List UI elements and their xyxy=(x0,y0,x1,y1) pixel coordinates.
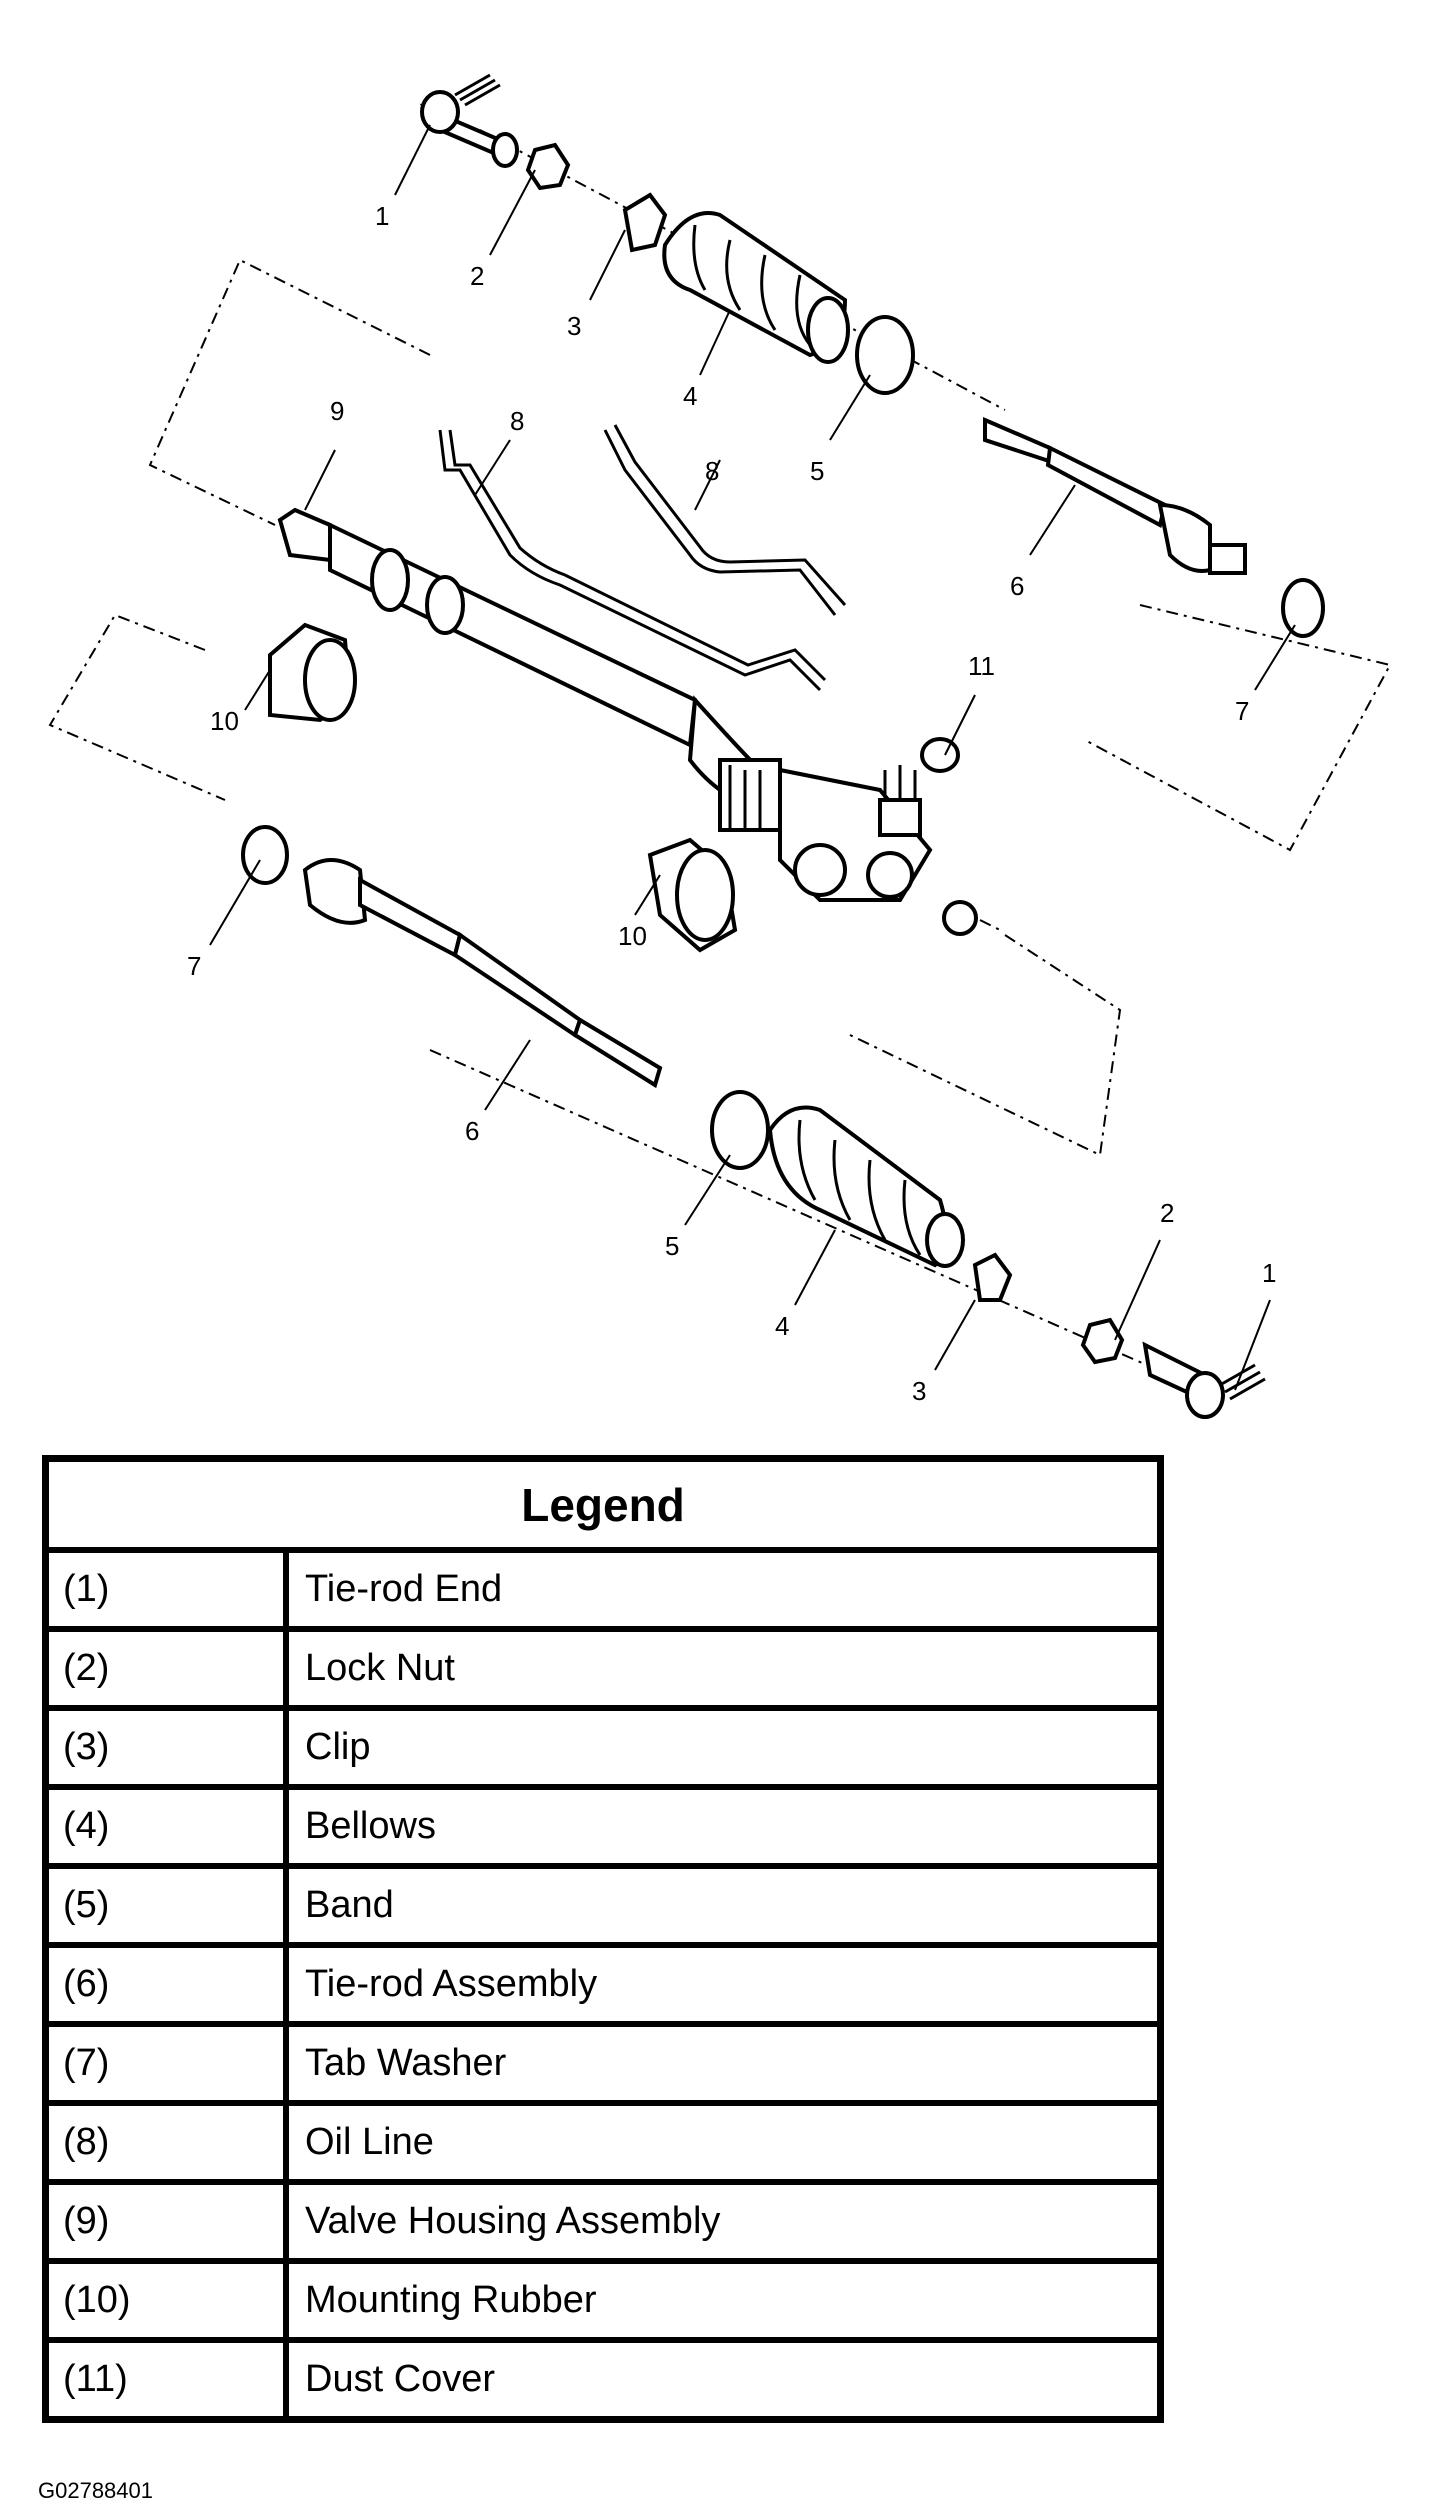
legend-number: (1) xyxy=(49,1553,289,1626)
legend-number: (3) xyxy=(49,1711,289,1784)
legend-number: (8) xyxy=(49,2106,289,2179)
upper-tie-rod-assembly xyxy=(983,416,1247,575)
rack-housing xyxy=(277,507,978,936)
legend-description: Bellows xyxy=(305,1805,436,1847)
lower-tie-rod-assembly xyxy=(302,858,663,1089)
callout-5-upper: 5 xyxy=(810,456,824,486)
lower-clip xyxy=(972,1252,1013,1302)
callout-2-lower: 2 xyxy=(1160,1198,1174,1228)
legend-row: (6) Tie-rod Assembly xyxy=(49,1948,1157,2027)
legend-description: Tie-rod Assembly xyxy=(305,1963,598,2005)
legend-row: (7) Tab Washer xyxy=(49,2027,1157,2106)
legend-row: (9) Valve Housing Assembly xyxy=(49,2185,1157,2264)
upper-clip xyxy=(622,192,668,253)
steering-rack-exploded-diagram: 1 2 3 4 5 6 7 8 8 9 10 11 10 7 6 5 4 3 2… xyxy=(48,73,1392,1419)
lower-tie-rod-end xyxy=(1142,1341,1266,1419)
legend-description: Mounting Rubber xyxy=(305,2279,597,2321)
legend-description: Dust Cover xyxy=(305,2358,496,2400)
upper-tab-washer xyxy=(1281,578,1325,638)
lower-band xyxy=(710,1090,770,1170)
legend-description: Tab Washer xyxy=(305,2042,507,2084)
legend-number: (11) xyxy=(49,2343,289,2416)
legend-title: Legend xyxy=(49,1462,1157,1553)
callout-1-upper: 1 xyxy=(375,201,389,231)
legend-description: Clip xyxy=(305,1726,371,1768)
dust-cover xyxy=(920,737,960,773)
legend-description: Valve Housing Assembly xyxy=(305,2200,721,2242)
rack-axis-line xyxy=(979,919,1001,931)
lower-lock-nut xyxy=(1080,1317,1125,1365)
legend-row: (4) Bellows xyxy=(49,1790,1157,1869)
callout-6-upper: 6 xyxy=(1010,571,1024,601)
upper-tie-rod-end xyxy=(419,73,519,168)
legend-table: Legend (1) Tie-rod End (2) Lock Nut (3) … xyxy=(42,1455,1164,2423)
callout-8-rear: 8 xyxy=(705,456,719,486)
lower-alignment-guide xyxy=(849,934,1122,1157)
callout-7-upper: 7 xyxy=(1235,696,1249,726)
upper-alignment-guide xyxy=(148,258,431,526)
callout-10-upper: 10 xyxy=(210,706,239,736)
callout-5-lower: 5 xyxy=(665,1231,679,1261)
oil-line-rear-inner xyxy=(613,424,847,606)
callout-4-lower: 4 xyxy=(775,1311,789,1341)
mounting-rubber-upper xyxy=(268,622,357,723)
callout-6-lower: 6 xyxy=(465,1116,479,1146)
oil-line-front xyxy=(438,429,822,692)
legend-number: (2) xyxy=(49,1632,289,1705)
legend-row: (3) Clip xyxy=(49,1711,1157,1790)
callout-3-lower: 3 xyxy=(912,1376,926,1406)
callout-3-upper: 3 xyxy=(567,311,581,341)
callout-10-lower: 10 xyxy=(618,921,647,951)
left-alignment-guide xyxy=(48,613,226,801)
legend-number: (9) xyxy=(49,2185,289,2258)
legend-number: (7) xyxy=(49,2027,289,2100)
callout-4-upper: 4 xyxy=(683,381,697,411)
legend-row: (2) Lock Nut xyxy=(49,1632,1157,1711)
right-alignment-guide xyxy=(1084,604,1392,852)
callout-1-lower: 1 xyxy=(1262,1258,1276,1288)
callout-2-upper: 2 xyxy=(470,261,484,291)
legend-description: Tie-rod End xyxy=(305,1568,503,1610)
oil-line-front-inner xyxy=(448,429,827,682)
oil-line-rear xyxy=(603,429,837,616)
legend-number: (10) xyxy=(49,2264,289,2337)
legend-number: (6) xyxy=(49,1948,289,2021)
figure-code: G02788401 xyxy=(38,2478,153,2503)
legend-row: (11) Dust Cover xyxy=(49,2343,1157,2416)
legend-row: (8) Oil Line xyxy=(49,2106,1157,2185)
lower-tab-washer xyxy=(241,825,289,885)
legend-number: (4) xyxy=(49,1790,289,1863)
upper-band xyxy=(855,315,915,395)
legend-row: (1) Tie-rod End xyxy=(49,1553,1157,1632)
lower-tierod-axis xyxy=(429,1049,1216,1396)
callout-11: 11 xyxy=(968,651,995,681)
mounting-rubber-lower xyxy=(647,837,738,953)
legend-number: (5) xyxy=(49,1869,289,1942)
callout-7-lower: 7 xyxy=(187,951,201,981)
upper-lock-nut xyxy=(525,142,571,191)
callout-8-front: 8 xyxy=(510,406,524,436)
legend-description: Lock Nut xyxy=(305,1647,455,1689)
lower-bellows xyxy=(767,1105,965,1268)
leader-lines xyxy=(209,124,1296,1391)
legend-description: Oil Line xyxy=(305,2121,434,2163)
legend-row: (10) Mounting Rubber xyxy=(49,2264,1157,2343)
upper-bellows xyxy=(662,211,850,364)
legend-row: (5) Band xyxy=(49,1869,1157,1948)
legend-description: Band xyxy=(305,1884,394,1926)
callout-9: 9 xyxy=(330,396,344,426)
